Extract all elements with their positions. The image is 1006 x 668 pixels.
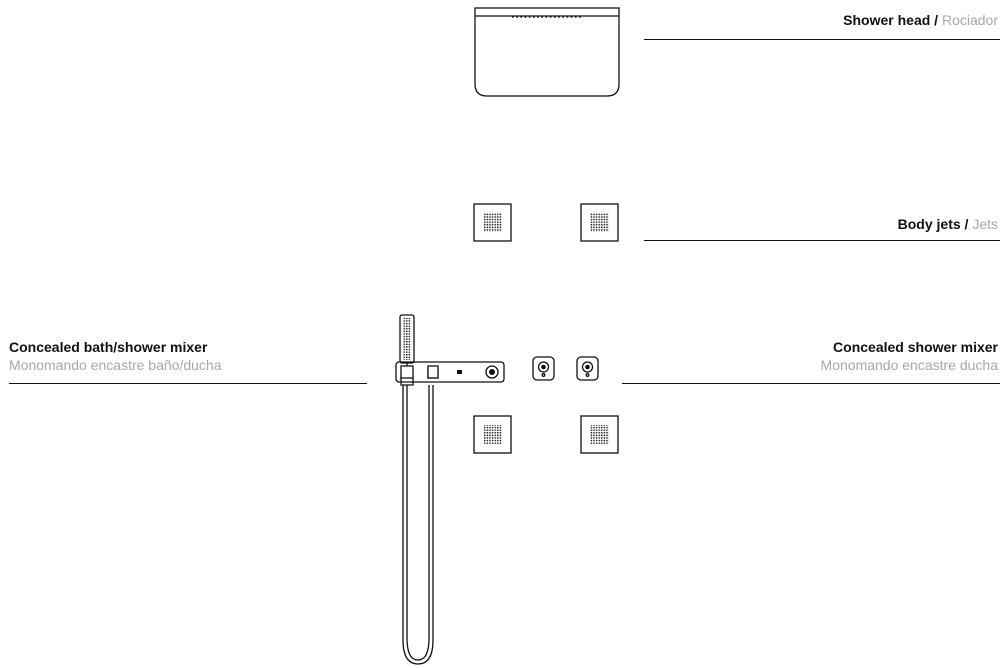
body-jets-label-es: Jets (972, 216, 998, 232)
shower-mixer-label-es: Monomando encastre ducha (820, 357, 998, 373)
body-jet (473, 415, 512, 454)
shower-mixer-label: Concealed shower mixer Monomando encastr… (821, 338, 998, 374)
bath-mixer-label-es: Monomando encastre baño/ducha (9, 357, 222, 373)
body-jets-leader-line (644, 240, 1000, 241)
body-jet (580, 203, 619, 242)
body-jets-label-en: Body jets (897, 216, 961, 232)
shower-head (474, 7, 620, 97)
shower-mixer-knob (532, 356, 555, 381)
shower-head-leader-line (644, 39, 1000, 40)
shower-head-label-en: Shower head (843, 12, 931, 28)
bath-mixer-leader-line (9, 383, 367, 384)
body-jet (580, 415, 619, 454)
body-jets-label-separator: / (960, 216, 973, 232)
shower-mixer-leader-line (622, 383, 1000, 384)
bath-shower-mixer-plate (395, 361, 505, 383)
shower-head-label: Shower head / Rociador (843, 11, 998, 29)
shower-mixer-label-en: Concealed shower mixer (833, 339, 998, 355)
body-jet (473, 203, 512, 242)
bath-mixer-label-en: Concealed bath/shower mixer (9, 339, 208, 355)
bath-mixer-label: Concealed bath/shower mixer Monomando en… (9, 338, 221, 374)
shower-head-label-es: Rociador (941, 12, 998, 28)
body-jets-label: Body jets / Jets (898, 215, 998, 233)
shower-head-label-separator: / (930, 12, 942, 28)
shower-mixer-knob (576, 356, 599, 381)
